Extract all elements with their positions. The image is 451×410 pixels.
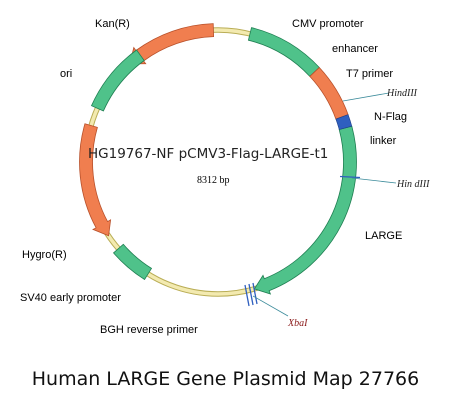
- label-hindiii-1: HindIII: [386, 88, 418, 99]
- label-hindiii-2: Hin dIII: [396, 179, 430, 190]
- enhancer-arc: [309, 66, 349, 120]
- label-enhancer: enhancer: [332, 43, 378, 55]
- bgh-primer-ticks: [244, 282, 258, 307]
- plasmid-map-svg: Kan(R) CMV promoter enhancer ori T7 prim…: [20, 18, 430, 336]
- hindiii-tick-lower: [339, 175, 361, 179]
- label-t7: T7 primer: [346, 68, 393, 80]
- nflag-band: [335, 114, 353, 130]
- label-nflag: N-Flag: [374, 111, 407, 123]
- hygro-resistance-arc: [79, 123, 112, 237]
- label-linker: linker: [370, 135, 397, 147]
- cmv-promoter-arc: [247, 27, 320, 77]
- label-sv40: SV40 early promoter: [20, 292, 121, 304]
- plasmid-size: 8312 bp: [197, 175, 230, 186]
- plasmid-name: HG19767-NF pCMV3-Flag-LARGE-t1: [88, 146, 328, 162]
- label-kan: Kan(R): [95, 18, 130, 30]
- leader-lines: [252, 92, 397, 317]
- label-hygro: Hygro(R): [22, 249, 67, 261]
- label-large: LARGE: [365, 230, 402, 242]
- kan-resistance-arc: [129, 23, 215, 65]
- label-xbai: XbaI: [287, 318, 308, 329]
- label-ori: ori: [60, 68, 72, 80]
- ori-arc: [90, 49, 145, 112]
- label-cmv: CMV promoter: [292, 18, 364, 30]
- label-bgh: BGH reverse primer: [100, 324, 198, 336]
- sv40-promoter-arc: [112, 243, 153, 281]
- figure-caption: Human LARGE Gene Plasmid Map 27766: [31, 368, 420, 390]
